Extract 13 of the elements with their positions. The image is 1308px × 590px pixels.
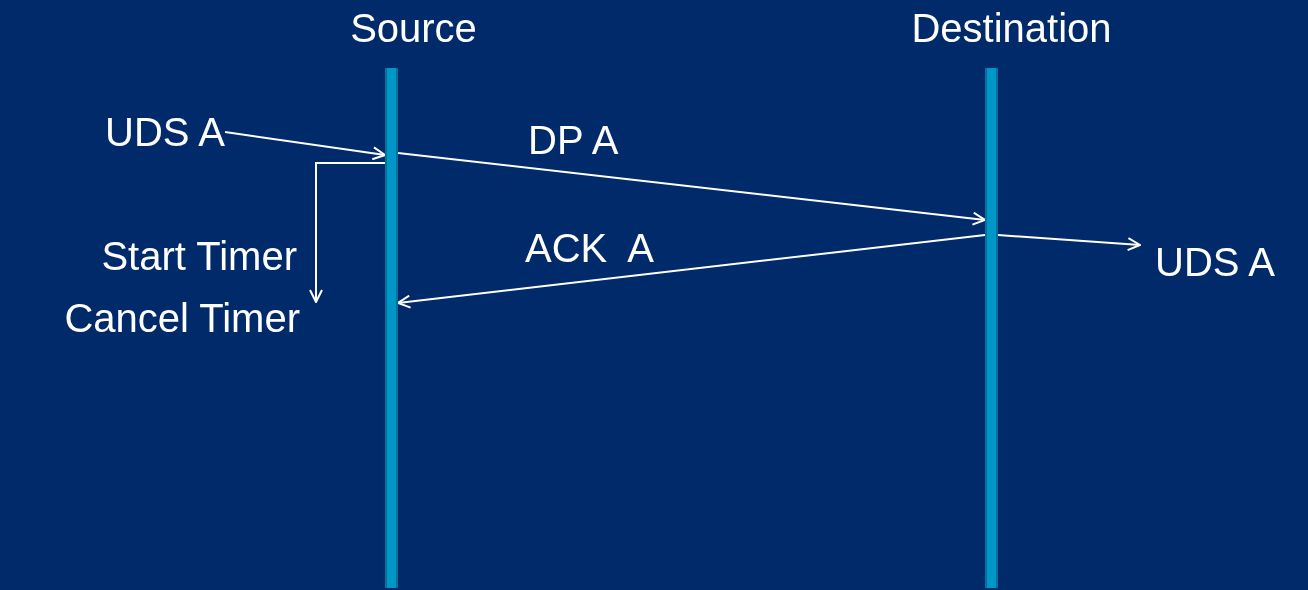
message-arrow	[224, 131, 386, 161]
message-arrow	[309, 162, 386, 303]
lifeline-heading: Source	[349, 6, 478, 50]
message-text: UDS A	[105, 110, 226, 154]
message-text: Cancel Timer	[64, 296, 316, 340]
edge-label: ACK A	[525, 226, 654, 270]
edge-label: DP A	[528, 118, 619, 162]
message-arrow	[997, 234, 1141, 252]
message-arrow	[397, 234, 986, 309]
message-arrow	[397, 152, 986, 226]
timer-note: Start Timer	[101, 234, 297, 278]
lifeline-heading: Destination	[910, 6, 1113, 50]
message-text: UDS A	[1140, 240, 1276, 284]
